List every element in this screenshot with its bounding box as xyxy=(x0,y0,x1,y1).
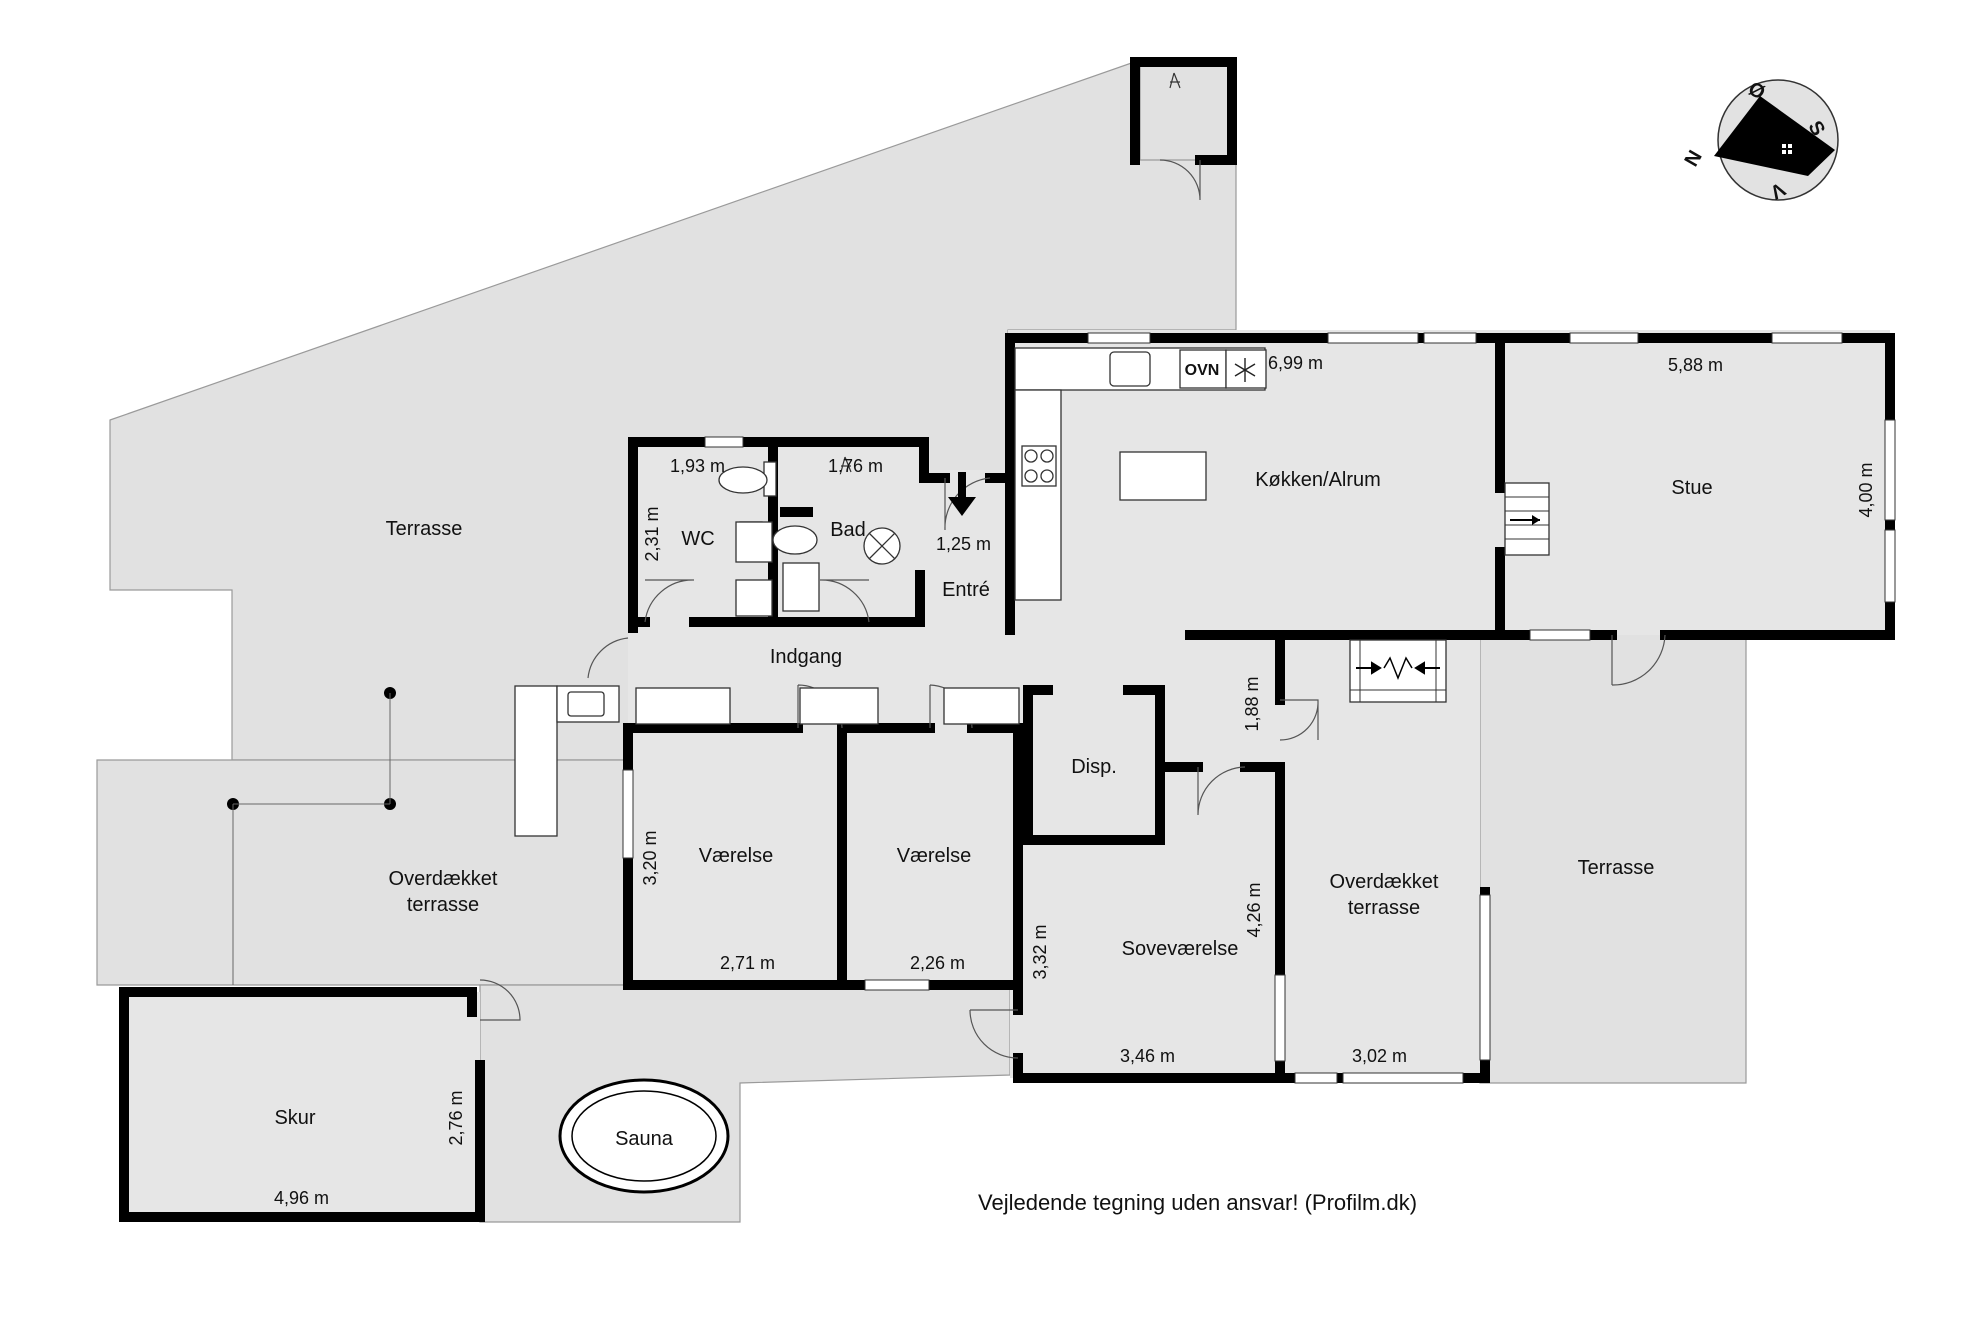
dim-stue-width: 5,88 m xyxy=(1668,355,1723,375)
label-overdaekket-east-1: Overdækket xyxy=(1330,871,1439,893)
dim-vaerelse2-width: 2,26 m xyxy=(910,953,965,973)
snowflake-icon xyxy=(1234,358,1256,382)
dim-vaerelse-height: 3,20 m xyxy=(640,830,660,885)
room-labels: Terrasse WC Bad Entré Indgang Køkken/Alr… xyxy=(274,362,1712,1150)
dim-stue-height: 4,00 m xyxy=(1856,462,1876,517)
label-terrasse-nw: Terrasse xyxy=(386,518,463,540)
fixtures xyxy=(227,72,1550,1194)
label-vaerelse-2: Værelse xyxy=(897,845,971,867)
shed-small-area xyxy=(1139,59,1237,161)
dim-skur-height: 2,76 m xyxy=(446,1090,466,1145)
compass: N Ø S V xyxy=(1680,78,1839,204)
label-sovevaerelse: Soveværelse xyxy=(1122,938,1239,960)
covered-terrace-west-area xyxy=(96,759,641,986)
dimension-labels: 1,93 m 1,76 m 2,31 m 1,25 m 6,99 m 5,88 … xyxy=(274,353,1876,1208)
label-koekken: Køkken/Alrum xyxy=(1255,469,1381,491)
dim-overdaekket-width: 3,02 m xyxy=(1352,1046,1407,1066)
compass-n: N xyxy=(1680,147,1706,171)
label-ovn: OVN xyxy=(1185,362,1220,379)
label-entre: Entré xyxy=(942,579,990,601)
dim-bad-width: 1,76 m xyxy=(828,456,883,476)
dim-wc-height: 2,31 m xyxy=(642,506,662,561)
house-icon xyxy=(1714,96,1835,176)
dim-wc-width: 1,93 m xyxy=(670,456,725,476)
dim-skur-width: 4,96 m xyxy=(274,1188,329,1208)
sauna-area xyxy=(479,984,1011,1223)
label-terrasse-east: Terrasse xyxy=(1578,857,1655,879)
label-disp: Disp. xyxy=(1071,756,1117,778)
label-skur: Skur xyxy=(274,1107,315,1129)
label-stue: Stue xyxy=(1671,477,1712,499)
label-overdaekket-east-2: terrasse xyxy=(1348,897,1420,919)
disclaimer-text: Vejledende tegning uden ansvar! (Profilm… xyxy=(978,1190,1417,1215)
label-overdaekket-west-2: terrasse xyxy=(407,894,479,916)
label-wc: WC xyxy=(681,528,714,550)
dim-sove-height-right: 4,26 m xyxy=(1244,882,1264,937)
label-vaerelse-1: Værelse xyxy=(699,845,773,867)
label-indgang: Indgang xyxy=(770,646,842,668)
walls xyxy=(119,57,1895,1222)
dim-koekken-width: 6,99 m xyxy=(1268,353,1323,373)
door-swings xyxy=(479,159,1666,1059)
label-bad: Bad xyxy=(830,519,866,541)
dim-sove-height-left: 3,32 m xyxy=(1030,924,1050,979)
dim-vaerelse1-width: 2,71 m xyxy=(720,953,775,973)
dim-entre-width: 1,25 m xyxy=(936,534,991,554)
windows xyxy=(622,332,1896,1084)
dim-sove-width: 3,46 m xyxy=(1120,1046,1175,1066)
label-sauna: Sauna xyxy=(615,1128,674,1150)
label-overdaekket-west-1: Overdækket xyxy=(389,868,498,890)
skur-floor xyxy=(124,992,480,1217)
dim-hall-height: 1,88 m xyxy=(1242,676,1262,731)
house-interior xyxy=(628,330,1890,1078)
